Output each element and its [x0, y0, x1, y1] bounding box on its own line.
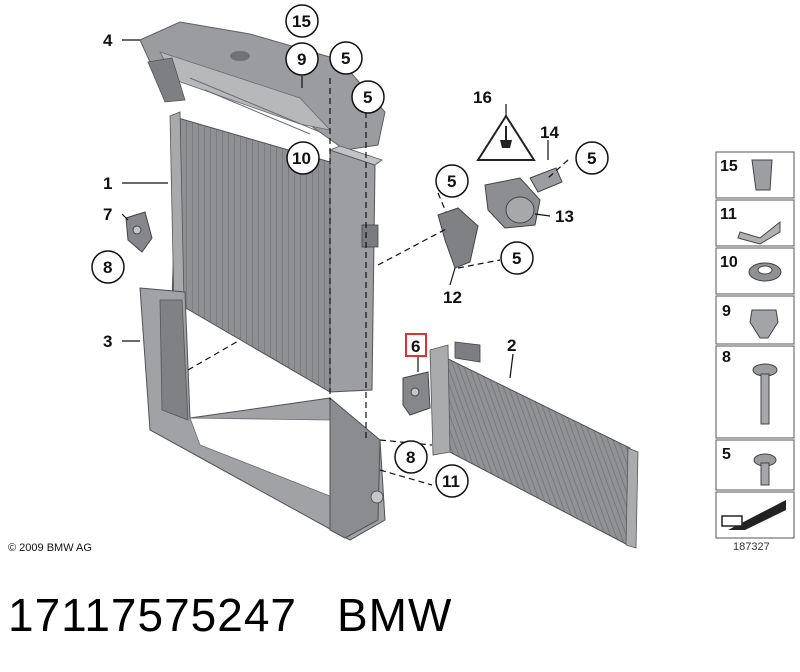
callout-8-b: 8	[406, 448, 415, 467]
callout-4: 4	[103, 31, 113, 50]
callout-8-a: 8	[103, 258, 112, 277]
callout-11: 11	[442, 472, 460, 491]
auxiliary-radiator-part	[429, 341, 639, 549]
parts-diagram: 4 1 7 3 16 14 13 12 2 6 15 9 5 5 10 5 5 …	[91, 4, 795, 549]
footer-caption: 17117575247 BMW	[8, 588, 452, 642]
callout-5-c: 5	[447, 172, 456, 191]
side-label-5: 5	[722, 446, 731, 463]
upper-carrier-part	[139, 21, 386, 151]
connector-part-14	[529, 167, 563, 193]
callout-5-a: 5	[341, 49, 350, 68]
bracket-part-6	[402, 371, 431, 416]
callout-3: 3	[103, 332, 112, 351]
leader-lines	[187, 78, 569, 486]
callout-6-highlight: 6	[405, 333, 427, 357]
bracket-part-7	[125, 211, 153, 253]
callout-6: 6	[411, 337, 420, 356]
radiator-part	[169, 111, 383, 393]
side-label-10: 10	[720, 254, 738, 271]
side-label-11: 11	[720, 206, 737, 223]
callout-15: 15	[292, 12, 311, 31]
callout-9: 9	[297, 50, 306, 69]
callout-10: 10	[292, 149, 311, 168]
frame-part	[139, 287, 386, 541]
callout-13: 13	[555, 207, 574, 226]
side-label-9: 9	[722, 303, 731, 320]
callout-7: 7	[103, 205, 112, 224]
solid-leaders	[121, 39, 551, 379]
side-parts-panel	[715, 151, 795, 539]
part-number: 17117575247	[8, 589, 297, 641]
copyright-text: © 2009 BMW AG	[8, 542, 92, 554]
callout-5-e: 5	[512, 249, 521, 268]
side-label-8: 8	[722, 349, 731, 366]
callout-5-d: 5	[587, 149, 596, 168]
circled-callouts	[91, 4, 609, 498]
callout-12: 12	[443, 288, 462, 307]
callout-14: 14	[540, 123, 559, 142]
callout-5-b: 5	[363, 88, 372, 107]
warning-triangle-icon	[476, 114, 536, 161]
diagram-id: 187327	[733, 541, 770, 553]
callout-1: 1	[103, 174, 112, 193]
callout-16: 16	[473, 88, 492, 107]
side-label-15: 15	[720, 158, 738, 175]
callout-2: 2	[507, 336, 516, 355]
brand-name: BMW	[337, 589, 453, 641]
water-pump-part	[437, 177, 541, 269]
